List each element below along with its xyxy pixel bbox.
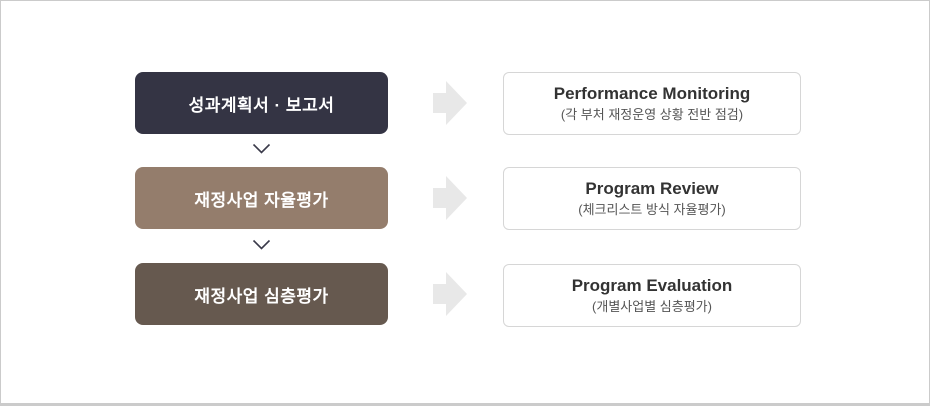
- result-title: Program Evaluation: [571, 276, 733, 296]
- stage-label: 재정사업 자율평가: [194, 190, 329, 210]
- stage-box-performance-plan: 성과계획서 · 보고서: [135, 72, 388, 134]
- chevron-down-icon: [252, 143, 271, 154]
- right-arrow-icon: [433, 81, 467, 125]
- result-title: Performance Monitoring: [553, 84, 751, 104]
- right-arrow-icon: [433, 272, 467, 316]
- chevron-down-icon: [252, 239, 271, 250]
- stage-label: 성과계획서 · 보고서: [188, 95, 335, 115]
- stage-box-in-depth-evaluation: 재정사업 심층평가: [135, 263, 388, 325]
- result-subtitle: (개별사업별 심층평가): [592, 298, 712, 314]
- stage-box-self-assessment: 재정사업 자율평가: [135, 167, 388, 229]
- stage-label: 재정사업 심층평가: [194, 286, 329, 306]
- right-arrow-icon: [433, 176, 467, 220]
- result-subtitle: (각 부처 재정운영 상황 전반 점검): [560, 106, 744, 122]
- result-box-performance-monitoring: Performance Monitoring (각 부처 재정운영 상황 전반 …: [503, 72, 801, 135]
- result-box-program-evaluation: Program Evaluation (개별사업별 심층평가): [503, 264, 801, 327]
- result-title: Program Review: [585, 179, 719, 199]
- result-box-program-review: Program Review (체크리스트 방식 자율평가): [503, 167, 801, 230]
- result-subtitle: (체크리스트 방식 자율평가): [578, 201, 726, 217]
